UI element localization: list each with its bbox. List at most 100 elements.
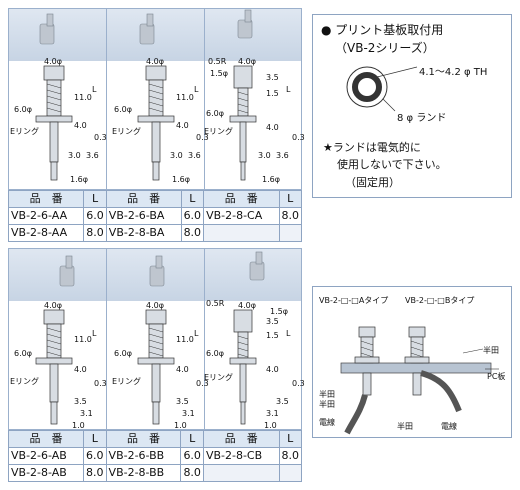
wire	[344, 394, 368, 435]
dim-label: 3.5	[266, 317, 279, 326]
dim-label: 0.5R	[206, 299, 225, 308]
header-length: L	[278, 430, 302, 448]
pcb-mounting-note: ● プリント基板取付用 （VB-2シリーズ） 4.1～4.2 φ TH 8 φ …	[312, 14, 512, 198]
model-code: VB-2-8-CA	[203, 207, 280, 225]
dim-label: Eリング	[204, 126, 233, 136]
dim-label: 0.5R	[208, 57, 227, 66]
dim-label: 1.5φ	[210, 69, 228, 78]
dim-label: Eリング	[204, 372, 233, 382]
dim-label: 4.0	[74, 121, 87, 130]
dim-label: 6.0φ	[206, 109, 224, 118]
model-table-top: 品 番 L 品 番 L 品 番 L VB-2-6-AA 6.0 VB-2-6-B…	[7, 190, 302, 242]
product-photo	[205, 9, 301, 61]
header-hinban: 品 番	[105, 190, 182, 208]
header-hinban: 品 番	[202, 430, 280, 448]
length-value: 6.0	[83, 207, 107, 225]
type-b-label: VB-2-□-□Bタイプ	[405, 296, 475, 305]
dim-label: 6.0φ	[14, 105, 32, 114]
dim-label: 3.0	[68, 151, 81, 160]
dim-label: L	[92, 329, 97, 338]
dim-label: 3.0	[258, 151, 271, 160]
dim-label: 1.0	[72, 421, 85, 430]
model-table-bottom: 品 番 L 品 番 L 品 番 L VB-2-6-AB 6.0 VB-2-6-B…	[7, 430, 302, 482]
note-title: ● プリント基板取付用	[321, 23, 444, 37]
header-hinban: 品 番	[203, 190, 280, 208]
dim-label: 1.0	[264, 421, 277, 430]
dim-label: L	[286, 85, 291, 94]
densen-label: 電線	[319, 418, 335, 427]
model-code: VB-2-8-CB	[202, 447, 280, 465]
model-code: VB-2-8-BB	[105, 464, 182, 482]
length-value: 6.0	[83, 447, 107, 465]
model-code: VB-2-6-AA	[7, 207, 85, 225]
length-value: 8.0	[180, 224, 205, 242]
dim-label: Eリング	[10, 376, 39, 386]
dim-label: 4.0φ	[146, 301, 164, 310]
type-a-label: VB-2-□-□Aタイプ	[319, 296, 389, 305]
dim-label: 3.1	[266, 409, 279, 418]
pc-board-label: PC板	[487, 372, 506, 381]
length-value	[278, 464, 302, 482]
dim-label: Eリング	[112, 126, 141, 136]
dim-label: 4.0	[176, 121, 189, 130]
dim-label: 4.0φ	[146, 57, 164, 66]
dim-label: 1.6φ	[262, 175, 280, 184]
model-code: VB-2-6-BB	[105, 447, 182, 465]
dim-label: 0.3	[196, 379, 209, 388]
table-row: VB-2-6-AA 6.0 VB-2-6-BA 6.0 VB-2-8-CA 8.…	[7, 207, 302, 225]
model-code: VB-2-8-AB	[7, 464, 85, 482]
dim-label: 4.0	[74, 365, 87, 374]
dim-label: 11.0	[176, 93, 194, 102]
dim-label: 6.0φ	[114, 105, 132, 114]
densen-label: 電線	[441, 422, 457, 431]
table-row: VB-2-8-AA 8.0 VB-2-8-BA 8.0	[7, 224, 302, 242]
dim-label: 6.0φ	[206, 349, 224, 358]
dim-label: 11.0	[176, 335, 194, 344]
dim-label: Eリング	[10, 126, 39, 136]
model-code: VB-2-6-AB	[7, 447, 85, 465]
dim-label: 6.0φ	[114, 349, 132, 358]
length-value: 8.0	[83, 464, 107, 482]
note-line: 使用しないで下さい。	[337, 158, 447, 171]
hole-label: 4.1～4.2 φ TH	[419, 67, 488, 78]
dim-label: 4.0	[176, 365, 189, 374]
dim-label: 1.6φ	[70, 175, 88, 184]
dim-label: 0.3	[292, 133, 305, 142]
handa-label: 半田	[319, 400, 335, 409]
dim-label: 0.3	[94, 379, 107, 388]
table-row: VB-2-6-AB 6.0 VB-2-6-BB 6.0 VB-2-8-CB 8.…	[7, 447, 302, 465]
dim-label: 4.0	[266, 365, 279, 374]
header-length: L	[278, 190, 302, 208]
dim-label: 3.5	[266, 73, 279, 82]
length-value	[278, 224, 302, 242]
dim-label: 1.0	[174, 421, 187, 430]
product-photo	[107, 9, 205, 61]
product-photo	[9, 249, 107, 301]
dim-label: 1.5	[266, 89, 279, 98]
dim-label: 4.0φ	[44, 301, 62, 310]
dim-label: 1.5φ	[270, 307, 288, 316]
dim-label: 3.5	[74, 397, 87, 406]
dim-label: 4.0φ	[44, 57, 62, 66]
length-value: 6.0	[180, 207, 205, 225]
model-code	[203, 224, 280, 242]
pc-board	[340, 362, 492, 374]
dim-label: 3.6	[188, 151, 201, 160]
dimension-drawings-top: 4.0φ 4.0φ 4.0φ 0.5R 1.5φ 6.0φ 6.0φ 6.0φ …	[10, 9, 305, 184]
dim-label: 0.3	[94, 133, 107, 142]
land-label: 8 φ ランド	[397, 113, 447, 124]
dim-label: 1.5	[266, 331, 279, 340]
dim-label: 3.0	[170, 151, 183, 160]
dim-label: 0.3	[292, 379, 305, 388]
handa-label: 半田	[319, 390, 335, 399]
length-value: 8.0	[180, 464, 204, 482]
mounting-sketch	[340, 326, 499, 435]
land-diagram	[346, 66, 418, 112]
model-code: VB-2-8-BA	[105, 224, 182, 242]
dim-label: Eリング	[112, 376, 141, 386]
dim-label: L	[92, 85, 97, 94]
header-length: L	[180, 190, 205, 208]
length-value: 6.0	[180, 447, 204, 465]
product-photo	[9, 9, 107, 61]
model-code: VB-2-6-BA	[105, 207, 182, 225]
